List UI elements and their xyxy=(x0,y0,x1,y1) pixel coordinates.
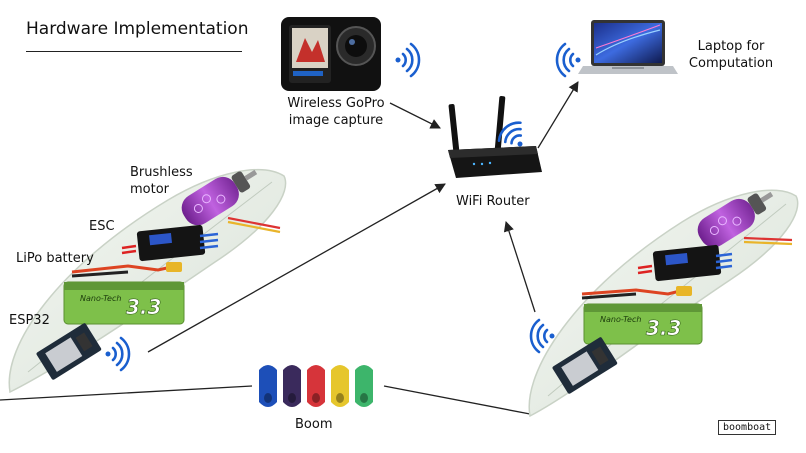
page-title: Hardware Implementation xyxy=(26,19,249,39)
label-motor-line1: Brushless xyxy=(130,165,193,180)
battery-value-right: 3.3 xyxy=(646,316,681,340)
boom-line-left xyxy=(0,385,253,401)
boom-noodle xyxy=(331,365,349,407)
wifi-icon-esp32-left xyxy=(105,336,131,372)
wifi-icon-esp32-right xyxy=(529,318,555,354)
router-icon xyxy=(448,96,542,178)
wifi-icon-laptop xyxy=(555,42,581,78)
esp32-icon-left xyxy=(36,323,102,380)
label-laptop-line2: Computation xyxy=(688,56,774,71)
label-gopro-line2: image capture xyxy=(288,113,384,128)
motor-icon-right xyxy=(697,191,793,248)
wifi-icon-router xyxy=(497,121,523,147)
boom-noodle-hole xyxy=(288,393,296,403)
boom-noodle-hole xyxy=(312,393,320,403)
arrow-router-to-laptop xyxy=(537,81,579,149)
label-gopro-line1: Wireless GoPro xyxy=(287,96,385,111)
esp32-icon-right xyxy=(552,337,618,394)
connection-lines xyxy=(0,81,579,415)
label-esp32: ESP32 xyxy=(9,313,50,328)
boom-noodle xyxy=(259,365,277,407)
boom-noodle xyxy=(355,365,373,407)
boom-noodle-hole xyxy=(336,393,344,403)
battery-icon-right: Nano-Tech 3.3 xyxy=(581,286,703,345)
esc-icon-right xyxy=(637,244,733,282)
battery-icon-left: Nano-Tech 3.3 xyxy=(63,262,185,325)
label-battery: LiPo battery xyxy=(16,251,94,266)
boom-noodle-hole xyxy=(360,393,368,403)
boom-noodle xyxy=(307,365,325,407)
wifi-icon-gopro xyxy=(395,42,421,78)
battery-value-left: 3.3 xyxy=(126,295,161,319)
label-laptop: Laptop for Computation xyxy=(676,38,786,72)
title-divider xyxy=(26,51,242,52)
gopro-camera-icon xyxy=(281,17,381,91)
brand-mark: boomboat xyxy=(718,420,777,435)
motor-icon-left xyxy=(181,169,281,234)
esc-icon-left xyxy=(121,224,219,262)
battery-brand-left: Nano-Tech xyxy=(80,294,121,303)
battery-brand-right: Nano-Tech xyxy=(600,315,641,324)
arrow-esp32-to-router xyxy=(147,183,446,353)
arrow-esp32b-to-router xyxy=(503,221,536,313)
boom-icon xyxy=(259,365,373,407)
boom-line-right xyxy=(383,385,531,415)
arrow-gopro-to-router xyxy=(389,102,441,129)
boom-noodle-hole xyxy=(264,393,272,403)
label-motor-line2: motor xyxy=(130,182,170,197)
boom-noodle xyxy=(283,365,301,407)
laptop-icon xyxy=(578,20,678,74)
label-boom: Boom xyxy=(295,417,333,432)
label-laptop-line1: Laptop for xyxy=(697,39,765,54)
label-motor: Brushless motor xyxy=(130,164,193,198)
label-gopro: Wireless GoPro image capture xyxy=(276,95,396,129)
label-esc: ESC xyxy=(89,219,115,234)
label-router: WiFi Router xyxy=(456,194,530,209)
